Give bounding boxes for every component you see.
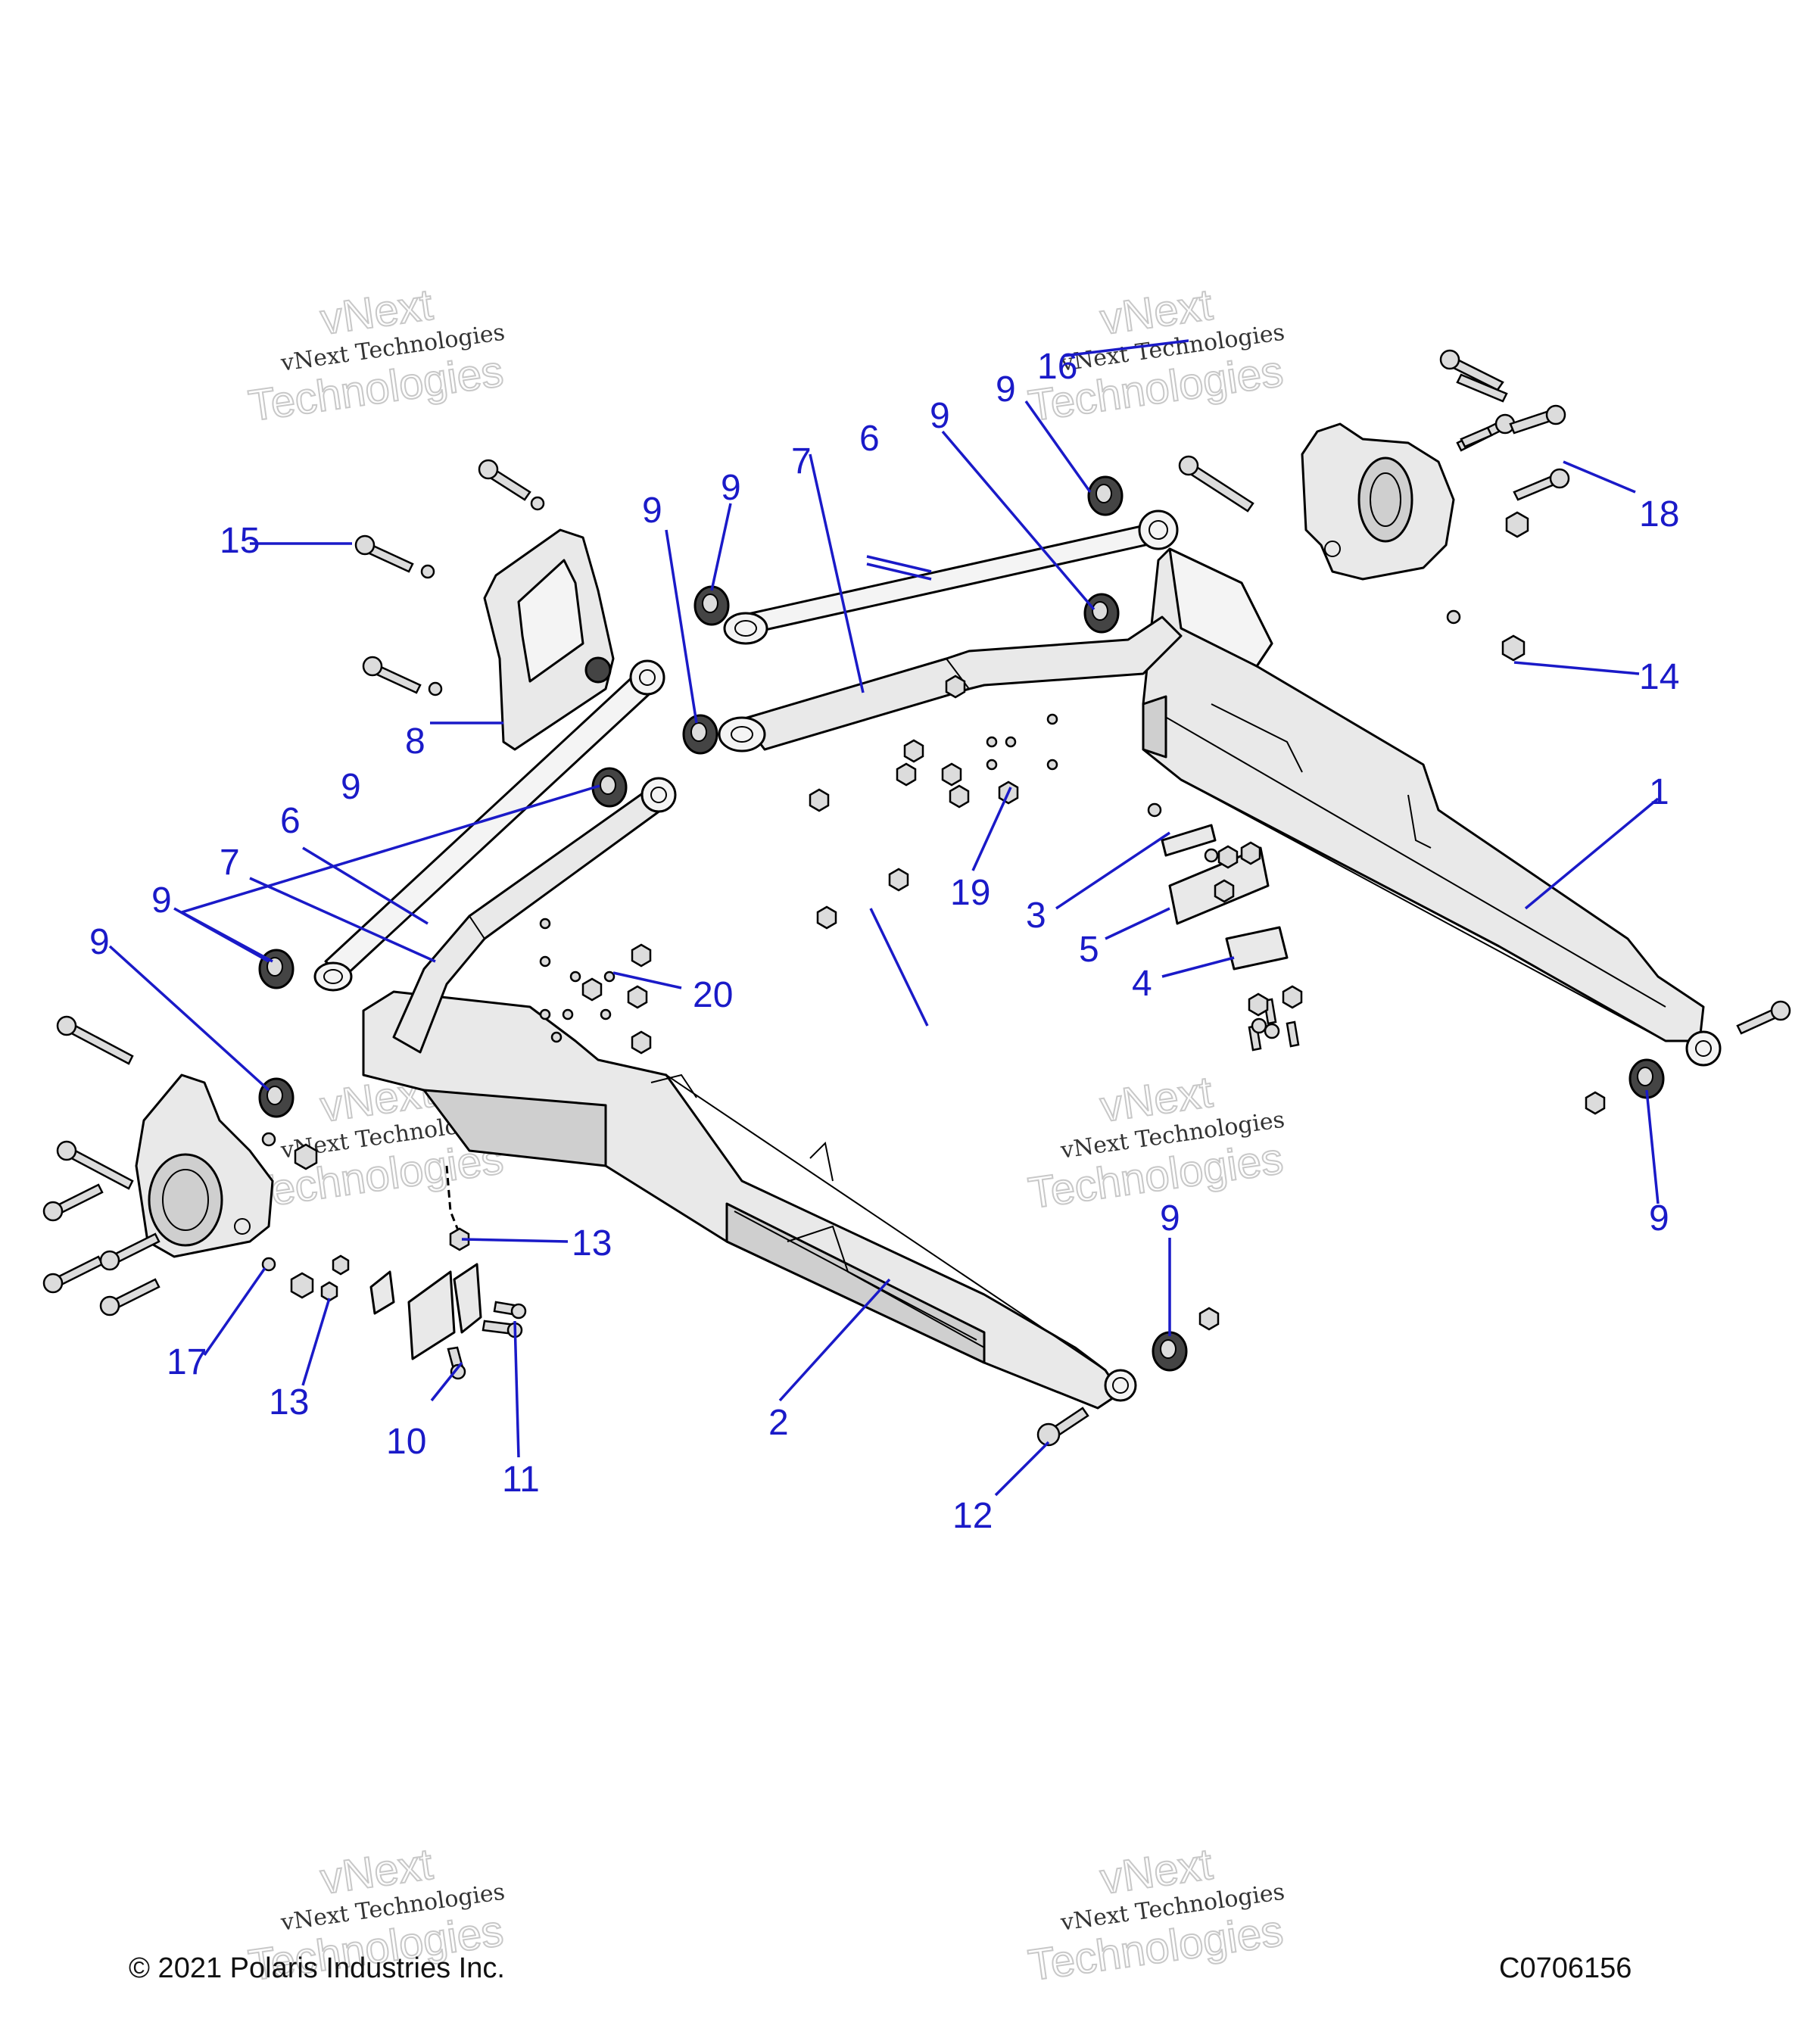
callout-4: 4	[1132, 964, 1152, 1004]
callout-1: 1	[1649, 772, 1669, 812]
bolt-group	[42, 349, 1791, 1447]
callout-18: 18	[1639, 494, 1679, 534]
callout-6b: 6	[280, 801, 301, 841]
bushing	[591, 767, 628, 808]
callout-2: 2	[768, 1403, 789, 1443]
bushing-group	[258, 475, 1665, 1372]
part-right-plate-3	[1161, 824, 1217, 857]
bushing	[258, 1077, 295, 1118]
callout-13b: 13	[269, 1382, 309, 1422]
callout-9b: 9	[930, 396, 950, 436]
callout-15: 15	[220, 521, 260, 561]
nut-washer-group	[261, 496, 1606, 1331]
bushing	[1152, 1331, 1188, 1372]
callout-9g: 9	[89, 922, 110, 962]
callout-10: 10	[386, 1422, 426, 1462]
callout-group: 1 2 3 4 5 6 6 7 7 8 9 9 9 9 9 9 9 9 9 10…	[89, 347, 1679, 1536]
callout-9e: 9	[341, 767, 361, 807]
callout-9c: 9	[721, 468, 741, 508]
bushing	[1087, 475, 1124, 516]
bushing	[693, 585, 730, 626]
callout-9a: 9	[996, 369, 1016, 410]
callout-19: 19	[950, 873, 990, 913]
copyright-text: © 2021 Polaris Industries Inc.	[129, 1952, 505, 1984]
callout-7a: 7	[791, 441, 812, 481]
callout-20: 20	[693, 975, 733, 1015]
callout-12: 12	[952, 1496, 993, 1536]
part-left-knuckle	[135, 1073, 274, 1258]
callout-13a: 13	[572, 1223, 612, 1263]
bushing	[682, 714, 718, 755]
callout-9h: 9	[1649, 1198, 1669, 1239]
callout-3: 3	[1026, 896, 1046, 936]
part-right-upper-arm	[723, 509, 1179, 645]
part-left-lower-arm	[392, 777, 677, 1054]
callout-16: 16	[1037, 347, 1077, 387]
hidden-line	[445, 1165, 460, 1231]
callout-9f: 9	[151, 880, 172, 921]
bushing	[1083, 593, 1120, 634]
callout-14: 14	[1639, 657, 1679, 697]
callout-7b: 7	[220, 843, 240, 883]
part-left-plates	[369, 1263, 482, 1360]
diagram-id: C0706156	[1499, 1952, 1632, 1984]
callout-8: 8	[405, 721, 425, 762]
callout-6a: 6	[859, 419, 880, 459]
callout-9d: 9	[642, 491, 662, 531]
leader-lines	[108, 339, 1660, 1497]
part-right-trailing-arm	[1142, 547, 1722, 1067]
part-left-trailing-arm	[362, 990, 1137, 1410]
part-bracket	[483, 528, 615, 751]
part-right-bracket-4	[1225, 926, 1289, 971]
callout-17: 17	[167, 1342, 207, 1382]
callout-5: 5	[1079, 930, 1099, 970]
part-left-upper-arm	[313, 659, 665, 992]
callout-9i: 9	[1160, 1198, 1180, 1239]
callout-11: 11	[502, 1460, 540, 1500]
part-right-knuckle	[1301, 422, 1455, 581]
